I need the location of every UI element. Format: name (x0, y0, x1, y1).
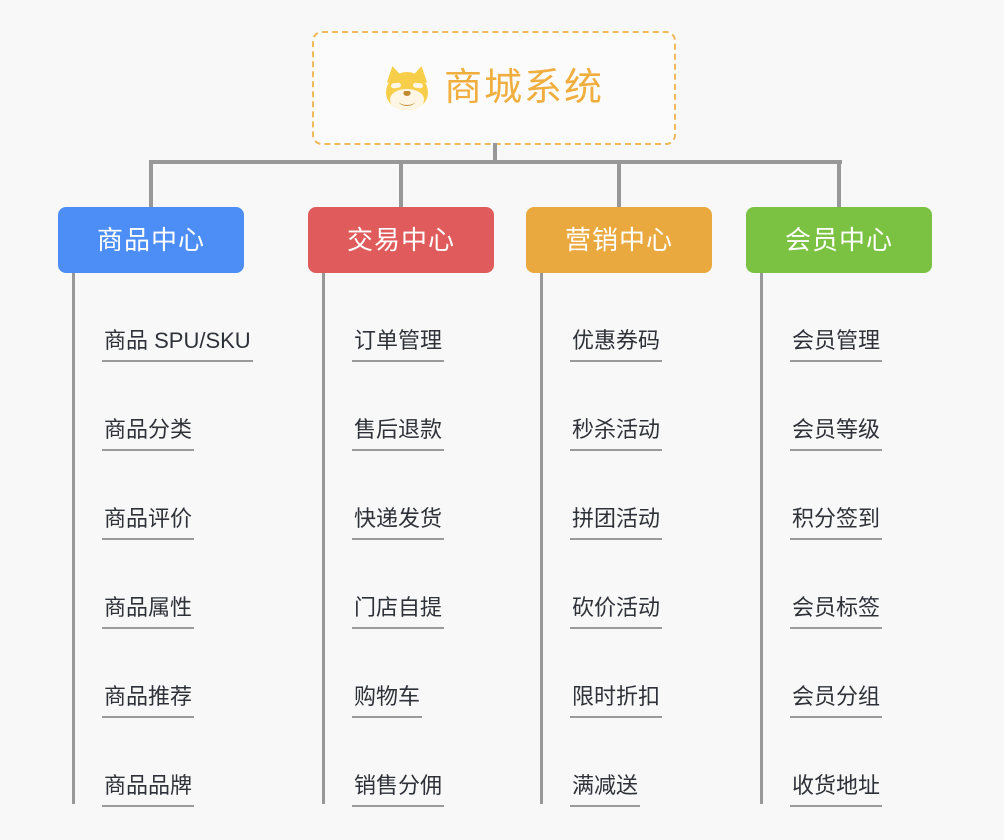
root-node[interactable]: 商城系统 (312, 31, 676, 145)
list-item-label-marketing-center-0: 优惠券码 (570, 328, 663, 362)
list-item-member-center-2[interactable]: 积分签到 (760, 451, 932, 540)
list-item-marketing-center-0[interactable]: 优惠券码 (540, 273, 712, 362)
category-column-marketing-center: 营销中心 优惠券码 秒杀活动 拼团活动 砍价活动 限时折扣 满减送 (526, 207, 712, 807)
list-item-member-center-4[interactable]: 会员分组 (760, 629, 932, 718)
list-item-product-center-4[interactable]: 商品推荐 (72, 629, 244, 718)
list-item-member-center-1[interactable]: 会员等级 (760, 362, 932, 451)
list-item-label-trade-center-1: 售后退款 (352, 417, 445, 451)
list-item-label-member-center-5: 收货地址 (790, 773, 883, 807)
list-item-label-product-center-3: 商品属性 (102, 595, 195, 629)
category-header-trade-center[interactable]: 交易中心 (308, 207, 494, 273)
list-item-marketing-center-5[interactable]: 满减送 (540, 718, 712, 807)
list-item-marketing-center-3[interactable]: 砍价活动 (540, 540, 712, 629)
category-column-member-center: 会员中心 会员管理 会员等级 积分签到 会员标签 会员分组 收货地址 (746, 207, 932, 807)
list-item-label-marketing-center-5: 满减送 (570, 773, 641, 807)
category-item-list-member-center: 会员管理 会员等级 积分签到 会员标签 会员分组 收货地址 (760, 273, 932, 807)
category-item-list-product-center: 商品 SPU/SKU 商品分类 商品评价 商品属性 商品推荐 商品品牌 (72, 273, 253, 807)
category-item-list-trade-center: 订单管理 售后退款 快递发货 门店自提 购物车 销售分佣 (322, 273, 494, 807)
list-item-label-member-center-0: 会员管理 (790, 328, 883, 362)
page-title: 商城系统 (443, 67, 604, 109)
list-item-marketing-center-2[interactable]: 拼团活动 (540, 451, 712, 540)
category-header-marketing-center[interactable]: 营销中心 (526, 207, 712, 273)
list-item-product-center-3[interactable]: 商品属性 (72, 540, 244, 629)
list-item-product-center-5[interactable]: 商品品牌 (72, 718, 244, 807)
list-item-label-member-center-1: 会员等级 (790, 417, 883, 451)
list-item-label-member-center-2: 积分签到 (790, 506, 883, 540)
connector-drop-marketing-center (617, 160, 621, 207)
list-item-label-trade-center-5: 销售分佣 (352, 773, 445, 807)
shiba-dog-face-icon (383, 64, 431, 110)
category-header-member-center[interactable]: 会员中心 (746, 207, 932, 273)
list-item-trade-center-5[interactable]: 销售分佣 (322, 718, 494, 807)
list-item-product-center-1[interactable]: 商品分类 (72, 362, 244, 451)
list-item-label-trade-center-4: 购物车 (352, 684, 423, 718)
root-node-content: 商城系统 (383, 64, 604, 110)
list-item-label-product-center-4: 商品推荐 (102, 684, 195, 718)
list-item-trade-center-1[interactable]: 售后退款 (322, 362, 494, 451)
list-item-label-marketing-center-2: 拼团活动 (570, 506, 663, 540)
list-item-member-center-5[interactable]: 收货地址 (760, 718, 932, 807)
list-item-product-center-0[interactable]: 商品 SPU/SKU (72, 273, 253, 362)
list-item-trade-center-0[interactable]: 订单管理 (322, 273, 494, 362)
list-item-label-trade-center-2: 快递发货 (352, 506, 445, 540)
list-item-label-product-center-2: 商品评价 (102, 506, 195, 540)
list-item-label-member-center-3: 会员标签 (790, 595, 883, 629)
list-item-label-trade-center-3: 门店自提 (352, 595, 445, 629)
list-item-member-center-3[interactable]: 会员标签 (760, 540, 932, 629)
list-item-label-product-center-5: 商品品牌 (102, 773, 195, 807)
connector-horizontal-bus (149, 160, 842, 164)
connector-drop-product-center (149, 160, 153, 207)
connector-root-stem (493, 143, 497, 163)
list-item-member-center-0[interactable]: 会员管理 (760, 273, 932, 362)
category-column-trade-center: 交易中心 订单管理 售后退款 快递发货 门店自提 购物车 销售分佣 (308, 207, 494, 807)
list-item-product-center-2[interactable]: 商品评价 (72, 451, 244, 540)
category-column-product-center: 商品中心 商品 SPU/SKU 商品分类 商品评价 商品属性 商品推荐 商品品牌 (58, 207, 253, 807)
list-item-marketing-center-1[interactable]: 秒杀活动 (540, 362, 712, 451)
connector-drop-trade-center (399, 160, 403, 207)
list-item-label-marketing-center-4: 限时折扣 (570, 684, 663, 718)
category-header-label-member-center: 会员中心 (784, 225, 893, 255)
list-item-trade-center-2[interactable]: 快递发货 (322, 451, 494, 540)
list-item-trade-center-3[interactable]: 门店自提 (322, 540, 494, 629)
list-item-label-trade-center-0: 订单管理 (352, 328, 445, 362)
list-item-label-product-center-0: 商品 SPU/SKU (102, 328, 253, 362)
category-header-label-product-center: 商品中心 (96, 225, 205, 255)
list-item-label-marketing-center-1: 秒杀活动 (570, 417, 663, 451)
list-item-label-marketing-center-3: 砍价活动 (570, 595, 663, 629)
category-item-list-marketing-center: 优惠券码 秒杀活动 拼团活动 砍价活动 限时折扣 满减送 (540, 273, 712, 807)
list-item-label-member-center-4: 会员分组 (790, 684, 883, 718)
list-item-label-product-center-1: 商品分类 (102, 417, 195, 451)
list-item-marketing-center-4[interactable]: 限时折扣 (540, 629, 712, 718)
category-header-label-marketing-center: 营销中心 (564, 225, 673, 255)
connector-drop-member-center (837, 160, 841, 207)
list-item-trade-center-4[interactable]: 购物车 (322, 629, 494, 718)
category-header-label-trade-center: 交易中心 (346, 225, 455, 255)
category-header-product-center[interactable]: 商品中心 (58, 207, 244, 273)
